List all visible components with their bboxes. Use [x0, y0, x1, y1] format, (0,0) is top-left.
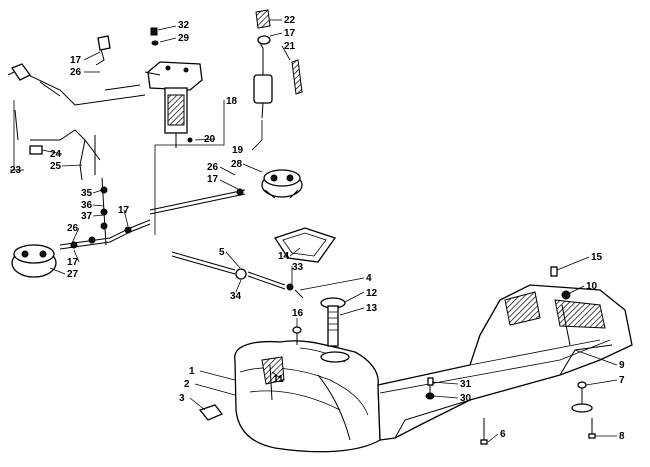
seal-gasket	[273, 227, 337, 263]
callout-17: 17	[118, 205, 130, 216]
callout-1: 1	[189, 366, 195, 377]
callout-30: 30	[460, 393, 472, 404]
filler-cap-and-neck	[320, 297, 346, 347]
callout-10: 10	[586, 281, 598, 292]
callout-14: 14	[278, 251, 290, 262]
callout-18: 18	[226, 96, 238, 107]
callout-labels: 32 29 22 17 21 17 26 18 20 19 23 24 25 2…	[10, 15, 625, 442]
callout-33: 33	[292, 262, 304, 273]
callout-5: 5	[219, 247, 225, 258]
callout-19: 19	[232, 145, 244, 156]
fuel-lines	[59, 177, 304, 299]
callout-28: 28	[231, 159, 243, 170]
callout-37: 37	[81, 211, 93, 222]
callout-9: 9	[619, 360, 625, 371]
callout-13: 13	[366, 303, 378, 314]
callout-17: 17	[67, 257, 79, 268]
callout-17: 17	[70, 55, 82, 66]
callout-31: 31	[460, 379, 472, 390]
callout-12: 12	[366, 288, 378, 299]
callout-35: 35	[81, 188, 93, 199]
callout-7: 7	[619, 375, 625, 386]
callout-27: 27	[67, 269, 79, 280]
callout-15: 15	[591, 252, 603, 263]
leader-lines	[14, 19, 618, 443]
callout-8: 8	[619, 431, 625, 442]
callout-2: 2	[184, 379, 190, 390]
callout-16: 16	[292, 308, 304, 319]
callout-36: 36	[81, 200, 93, 211]
callout-21: 21	[284, 41, 296, 52]
callout-25: 25	[50, 161, 62, 172]
callout-26: 26	[70, 67, 82, 78]
fuel-regulator-28	[261, 169, 303, 199]
callout-23: 23	[10, 165, 22, 176]
callout-17: 17	[207, 174, 219, 185]
callout-11: 11	[273, 374, 284, 385]
callout-24: 24	[50, 149, 62, 160]
fuel-pump-assembly	[147, 27, 203, 148]
callout-34: 34	[230, 291, 242, 302]
callout-20: 20	[204, 134, 216, 145]
callout-29: 29	[178, 33, 190, 44]
callout-6: 6	[500, 429, 506, 440]
callout-3: 3	[179, 393, 185, 404]
callout-4: 4	[366, 273, 372, 284]
callout-17: 17	[284, 28, 296, 39]
callout-32: 32	[178, 20, 190, 31]
fuel-filter	[253, 9, 303, 119]
fuel-regulator-27	[11, 244, 57, 278]
callout-26: 26	[67, 223, 79, 234]
wiring-harness	[7, 35, 161, 181]
callout-22: 22	[284, 15, 296, 26]
callout-26: 26	[207, 162, 219, 173]
fuel-tank	[234, 340, 381, 453]
skid-plate	[377, 266, 633, 441]
